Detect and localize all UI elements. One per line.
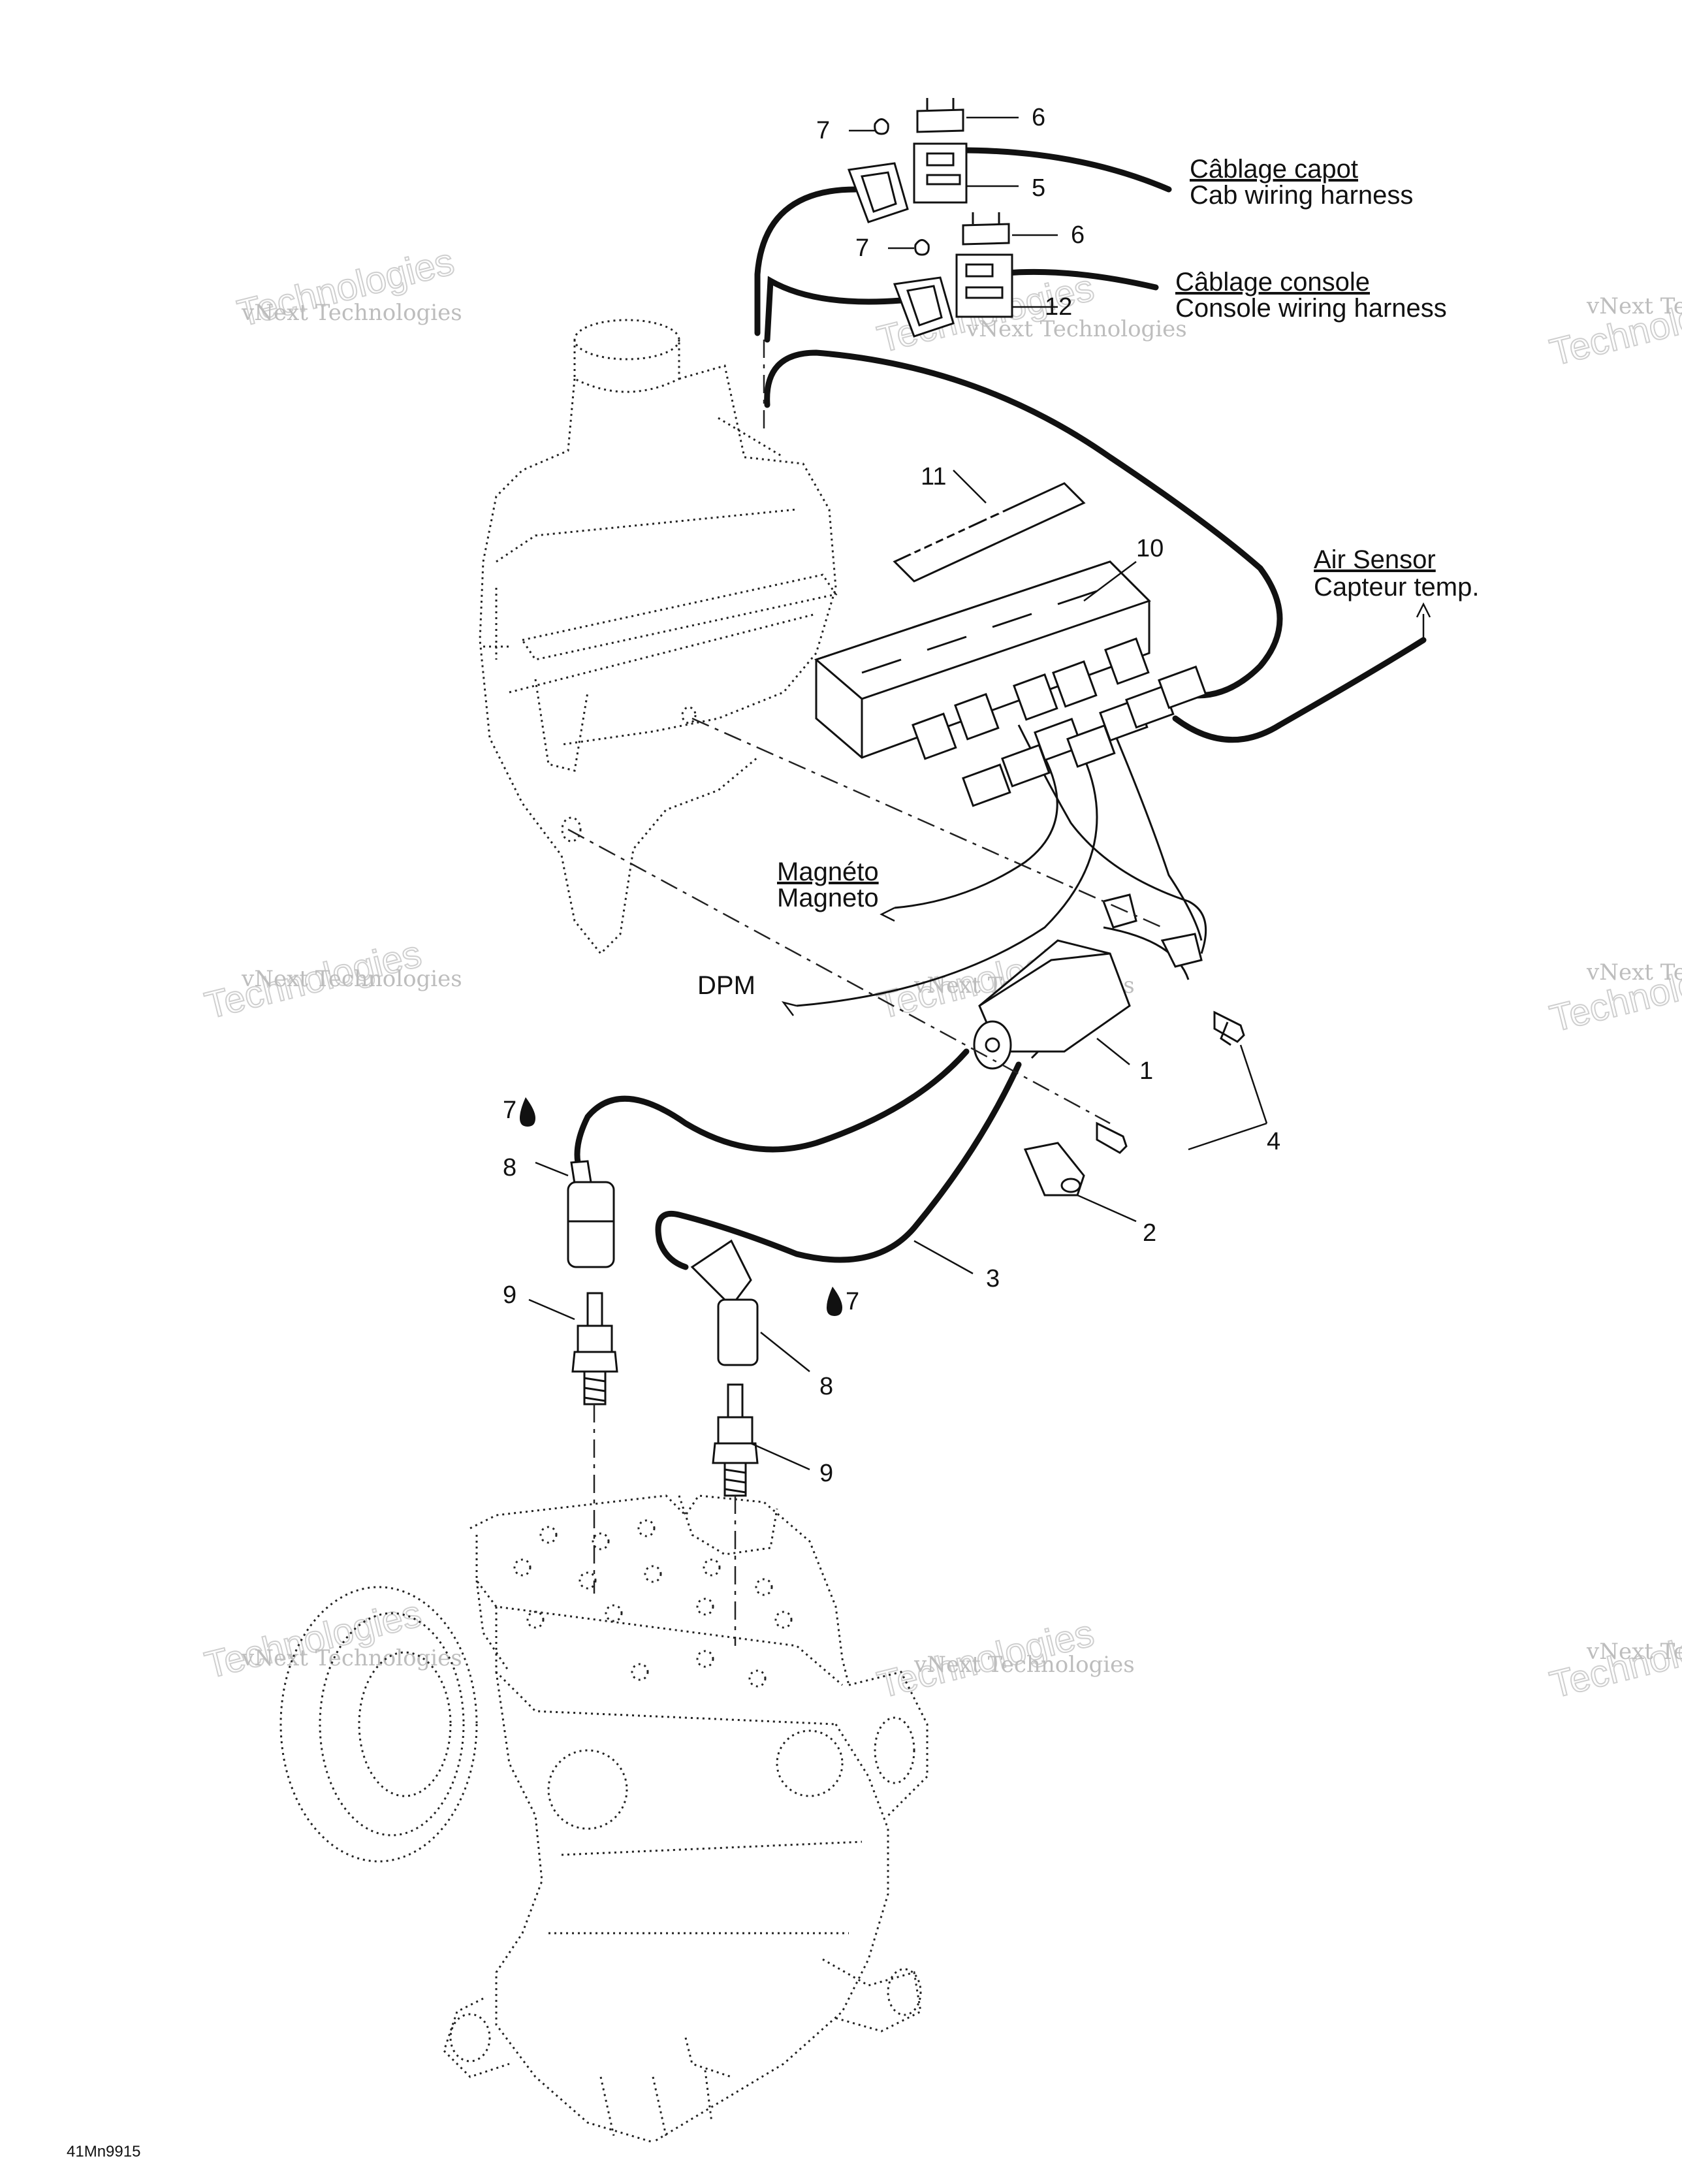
magneto-label-fr: Magnéto <box>777 858 879 886</box>
magneto-wire <box>894 757 1058 909</box>
hv-lead-left <box>574 1048 970 1166</box>
hv-lead-right <box>655 1061 1022 1270</box>
watermark-outline: Technologies <box>200 1592 425 1687</box>
callout-9: 9 <box>819 1460 833 1487</box>
magneto-label-en: Magneto <box>777 884 879 912</box>
screws <box>1096 1010 1245 1154</box>
oil-tank <box>479 319 838 956</box>
captions: Câblage capot Cab wiring harness Câblage… <box>697 155 1479 1000</box>
cab-harness-label-fr: Câblage capot <box>1190 155 1358 184</box>
callout-3: 3 <box>986 1265 1000 1293</box>
air-sensor-wire <box>1172 637 1427 743</box>
callout-6: 6 <box>1071 221 1085 249</box>
spark-plug-left <box>571 1292 618 1405</box>
spark-plug-right <box>712 1383 759 1497</box>
coil-wire <box>1103 926 1190 980</box>
watermark-text: vNext Technologies <box>1586 1639 1682 1665</box>
callout-5: 5 <box>1032 174 1045 202</box>
watermark-text: vNext Technologies <box>913 1652 1135 1678</box>
callout-1: 1 <box>1139 1057 1153 1085</box>
console-harness-label-en: Console wiring harness <box>1175 294 1447 323</box>
cab-harness-label-en: Cab wiring harness <box>1190 181 1413 210</box>
oil-drop-symbols <box>520 1097 842 1316</box>
mpem-module: VIPER <box>814 482 1151 760</box>
console-harness-wire <box>1002 268 1159 291</box>
watermark-text: vNext Technologies <box>966 316 1187 342</box>
leader-lines <box>528 116 1431 1471</box>
callout-10: 10 <box>1136 535 1164 562</box>
coil-connector-part <box>1023 1142 1085 1196</box>
alignment-lines <box>567 340 1163 1646</box>
callout-numbers: 7 6 5 7 6 12 11 10 1 4 2 3 7 7 8 8 9 9 <box>503 104 1280 1487</box>
spark-plug-cap-right <box>690 1239 759 1366</box>
callout-8: 8 <box>503 1154 516 1181</box>
spark-plug-cap-left <box>567 1160 615 1268</box>
mpem-brand-plate: VIPER <box>893 482 1086 583</box>
console-harness-branch <box>764 276 904 343</box>
callout-4: 4 <box>1267 1128 1280 1155</box>
oil-drop-icon <box>520 1097 535 1127</box>
dpm-label: DPM <box>697 971 755 1000</box>
console-harness-connector <box>893 212 1013 338</box>
watermark-text: vNext Technologies <box>241 300 462 326</box>
cab-harness-wire <box>957 147 1172 193</box>
callout-11: 11 <box>921 463 946 490</box>
ignition-coil <box>973 893 1203 1070</box>
watermark-text: vNext Technologies <box>241 966 462 992</box>
watermark-text: vNext Technologies <box>1586 293 1682 319</box>
watermark-text: vNext Technologies <box>241 1645 462 1671</box>
cab-harness-branch <box>754 186 859 336</box>
callout-7: 7 <box>503 1097 516 1124</box>
callout-7: 7 <box>846 1288 859 1315</box>
dpm-wire <box>796 757 1098 1007</box>
callout-12: 12 <box>1045 293 1072 321</box>
figure-code: 41Mn9915 <box>67 2143 140 2160</box>
callout-7: 7 <box>855 234 869 262</box>
wires <box>574 147 1427 1270</box>
air-sensor-label-fr: Capteur temp. <box>1314 573 1479 602</box>
callout-2: 2 <box>1143 1219 1156 1247</box>
sensor-wire-b <box>1115 737 1203 941</box>
callout-8: 8 <box>819 1373 833 1400</box>
cab-harness-connector <box>847 98 968 223</box>
air-sensor-label-en: Air Sensor <box>1314 545 1436 574</box>
engine <box>279 1494 928 2144</box>
callout-6: 6 <box>1032 104 1045 131</box>
oil-drop-icon <box>827 1287 842 1316</box>
watermark-text: vNext Technologies <box>1586 959 1682 986</box>
brand-plate-text: VIPER <box>903 498 1017 574</box>
callout-9: 9 <box>503 1281 516 1309</box>
callout-7: 7 <box>816 117 830 144</box>
watermarks: Technologies vNext Technologies Technolo… <box>200 240 1682 1707</box>
console-harness-label-fr: Câblage console <box>1175 268 1370 297</box>
main-harness-loop <box>764 349 1283 699</box>
module-connectors <box>962 666 1207 807</box>
